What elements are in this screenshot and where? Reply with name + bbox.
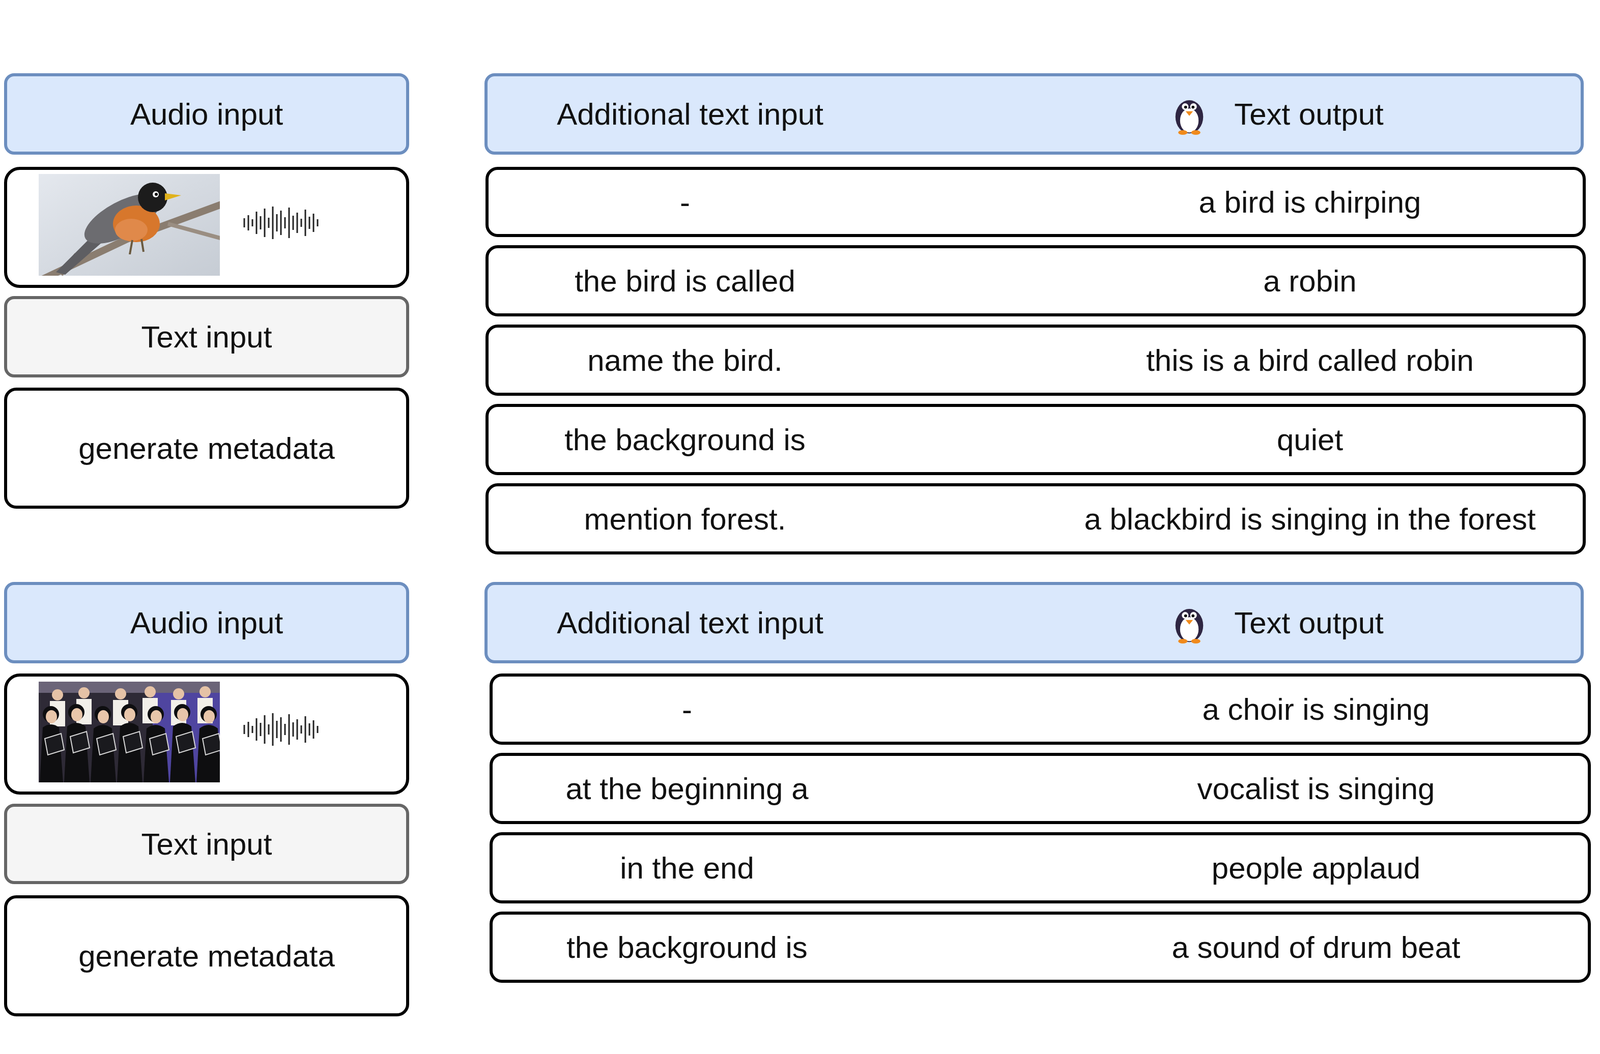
prompt-input-text: - [679, 184, 691, 220]
prompt-input-text: the bird is called [574, 263, 796, 299]
prompt-text: generate metadata [78, 431, 335, 467]
prompt-input-text: mention forest. [584, 501, 787, 537]
text-cell: Additional text input [487, 585, 893, 661]
text-cell: Audio input [7, 76, 407, 152]
model-output-text: a sound of drum beat [1171, 930, 1461, 966]
audio-clip-box [5, 168, 408, 287]
model-output-text: a robin [1263, 263, 1357, 299]
table-header: Additional text input Text output [484, 582, 1584, 664]
text-cell: - [488, 169, 882, 235]
text-cell: name the bird. [488, 327, 882, 393]
prompt-input-text: - [681, 692, 693, 728]
text-cell: a robin [1031, 248, 1589, 314]
waveform-icon [244, 206, 318, 240]
text-cell: at the beginning a [492, 756, 882, 822]
column-header-text: Text output [1234, 96, 1384, 132]
model-output-text: a bird is chirping [1198, 184, 1422, 220]
text-cell: - [492, 676, 882, 742]
header-text: Text input [141, 826, 273, 863]
penguin-icon [1170, 94, 1209, 136]
header-text: Audio input [130, 605, 283, 641]
header-text: Audio input [130, 96, 283, 132]
prompt-input-text: in the end [619, 850, 755, 887]
text-cell: a sound of drum beat [1038, 915, 1594, 981]
text-cell: a choir is singing [1038, 676, 1594, 742]
column-header-text: Text output [1234, 605, 1384, 641]
text-cell: in the end [492, 835, 882, 901]
text-cell: Audio input [7, 585, 407, 661]
table-header: Additional text input Text output [484, 73, 1584, 155]
text-cell: this is a bird called robin [1031, 327, 1589, 393]
prompt-text: generate metadata [78, 938, 335, 975]
prompt-input-text: the background is [564, 422, 806, 458]
prompt-box: generate metadata [4, 387, 410, 509]
example-row: the background is a sound of drum beat [489, 911, 1591, 984]
robin-photo [38, 174, 220, 276]
text-cell: generate metadata [7, 390, 407, 506]
model-output-text: this is a bird called robin [1146, 343, 1474, 379]
audio-clip-box [5, 675, 408, 794]
text-cell: Additional text input [487, 76, 893, 152]
prompt-input-text: name the bird. [587, 343, 783, 379]
text-cell: the background is [488, 407, 882, 473]
model-output-text: quiet [1276, 422, 1344, 458]
waveform-icon [244, 713, 318, 747]
input-header: Audio input [4, 73, 410, 155]
text-cell: a blackbird is singing in the forest [1031, 486, 1589, 552]
text-cell: Text output [1200, 585, 1418, 661]
column-header-text: Additional text input [556, 605, 824, 641]
text-cell: the bird is called [488, 248, 882, 314]
text-cell: vocalist is singing [1038, 756, 1594, 822]
text-cell: Text input [7, 807, 407, 882]
example-row: in the end people applaud [489, 832, 1591, 904]
example-row: the bird is called a robin [485, 245, 1586, 317]
model-output-text: a blackbird is singing in the forest [1083, 501, 1536, 537]
model-output-text: people applaud [1211, 850, 1421, 887]
model-output-text: a choir is singing [1202, 692, 1431, 728]
text-cell: Text input [7, 299, 407, 375]
input-header: Audio input [4, 582, 410, 664]
example-row: - a bird is chirping [485, 166, 1586, 238]
header-text: Text input [141, 319, 273, 355]
text-cell: generate metadata [7, 898, 407, 1014]
prompt-box: generate metadata [4, 895, 410, 1017]
text-cell: the background is [492, 915, 882, 981]
text-cell: people applaud [1038, 835, 1594, 901]
column-header-text: Additional text input [556, 96, 824, 132]
example-row: name the bird. this is a bird called robi… [485, 324, 1586, 396]
example-row: the background is quiet [485, 404, 1586, 476]
text-cell: quiet [1031, 407, 1589, 473]
text-input-header: Text input [4, 296, 410, 378]
example-row: at the beginning a vocalist is singing [489, 753, 1591, 825]
model-output-text: vocalist is singing [1197, 771, 1436, 807]
example-row: - a choir is singing [489, 673, 1591, 746]
prompt-input-text: at the beginning a [565, 771, 809, 807]
choir-photo [38, 681, 220, 783]
text-cell: mention forest. [488, 486, 882, 552]
penguin-icon [1170, 603, 1209, 645]
text-cell: Text output [1200, 76, 1418, 152]
example-row: mention forest. a blackbird is singing in… [485, 483, 1586, 555]
prompt-input-text: the background is [566, 930, 808, 966]
text-cell: a bird is chirping [1031, 169, 1589, 235]
text-input-header: Text input [4, 804, 410, 885]
